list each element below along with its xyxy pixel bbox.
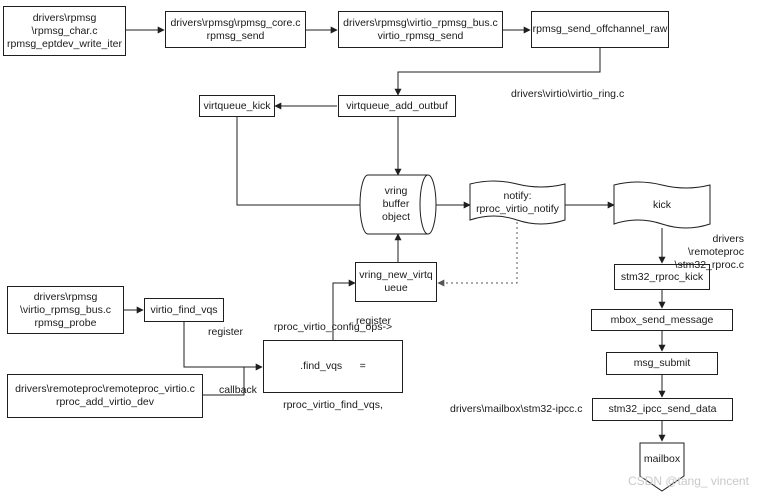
notify-text: notify: rproc_virtio_notify — [470, 185, 565, 220]
callback-text: callback — [219, 384, 257, 396]
vring-new-virtqueue-box: vring_new_virtq ueue — [355, 262, 437, 302]
arrow-kick-to-notify — [236, 117, 360, 206]
vring-new-virtqueue-line-1: vring_new_virtq — [359, 269, 433, 281]
stm32-rproc-line-3: \stm32_rproc.c — [674, 259, 744, 271]
config-ops-line-1: rproc_virtio_config_ops-> — [273, 321, 393, 333]
stm32-ipcc-send-data-label: stm32_ipcc_send_data — [608, 403, 717, 415]
stm32-rproc-kick-label: stm32_rproc_kick — [620, 270, 704, 283]
callback-label: callback — [219, 384, 257, 397]
rpmsg-char-line-1: drivers\rpmsg — [32, 11, 97, 24]
vring-line-3: object — [381, 211, 411, 223]
send-offchannel-raw-box: rpmsg_send_offchannel_raw — [531, 11, 669, 48]
mbox-send-message-box: mbox_send_message — [591, 309, 733, 331]
virtqueue-add-outbuf-label: virtqueue_add_outbuf — [346, 99, 448, 112]
mailbox-shape — [639, 442, 685, 492]
stm32-rproc-kick-box: stm32_rproc_kick — [614, 264, 710, 290]
register-left-text: register — [208, 326, 244, 338]
vring-text: vring buffer object — [362, 175, 430, 234]
remoteproc-virtio-box: drivers\remoteproc\remoteproc_virtio.c r… — [7, 374, 203, 418]
config-ops-line-2: .find_vqs = — [300, 360, 366, 372]
mbox-send-message-label: mbox_send_message — [610, 313, 714, 326]
stm32-rproc-file-label: drivers \remoteproc \stm32_rproc.c — [662, 233, 744, 272]
virtqueue-kick-box: virtqueue_kick — [199, 95, 275, 117]
arrow-config-to-new-virtqueue — [332, 279, 356, 340]
remoteproc-virtio-line-1: drivers\remoteproc\remoteproc_virtio.c — [15, 383, 195, 395]
rpmsg-core-line-2: rpmsg_send — [206, 29, 265, 42]
vring-line-1: vring — [384, 185, 408, 197]
virtio-find-vqs-box: virtio_find_vqs — [144, 298, 224, 322]
rpmsg-probe-line-3: rpmsg_probe — [34, 316, 97, 329]
virtio-find-vqs-label: virtio_find_vqs — [150, 303, 218, 316]
register-top-label: register — [356, 315, 391, 328]
kick-text: kick — [614, 186, 710, 224]
register-top-text: register — [356, 315, 392, 327]
notify-line-1: notify: — [503, 189, 532, 202]
watermark-text: CSDN @tang_ vincent — [628, 474, 749, 488]
register-left-label: register — [208, 326, 243, 339]
send-offchannel-raw-label: rpmsg_send_offchannel_raw — [532, 23, 668, 35]
mailbox-label: mailbox — [643, 452, 681, 465]
kick-document-shape — [613, 181, 711, 229]
stm32-ipcc-file-text: drivers\mailbox\stm32-ipcc.c — [450, 403, 583, 415]
rpmsg-core-line-1: drivers\rpmsg\rpmsg_core.c — [170, 16, 301, 29]
rpmsg-char-line-3: rpmsg_eptdev_write_iter — [7, 37, 122, 50]
vring-cylinder-shape — [359, 174, 437, 235]
dotted-notify-to-new-virtqueue — [437, 222, 518, 287]
rpmsg-probe-line-1: drivers\rpmsg — [33, 290, 98, 303]
vring-new-virtqueue-line-2: ueue — [384, 282, 408, 294]
stm32-rproc-line-1: drivers — [712, 233, 744, 245]
remoteproc-virtio-line-2: rproc_add_virtio_dev — [55, 396, 155, 408]
config-ops-box: rproc_virtio_config_ops-> .find_vqs = rp… — [263, 321, 403, 411]
vring-line-2: buffer — [382, 198, 410, 210]
stm32-ipcc-send-data-box: stm32_ipcc_send_data — [592, 398, 733, 421]
stm32-ipcc-file-label: drivers\mailbox\stm32-ipcc.c — [450, 403, 582, 416]
rpmsg-probe-box: drivers\rpmsg \virtio_rpmsg_bus.c rpmsg_… — [7, 286, 124, 334]
mailbox-text: mailbox — [640, 446, 684, 472]
notify-document-shape — [469, 180, 566, 225]
notify-line-2: rproc_virtio_notify — [476, 202, 559, 215]
virtio-rpmsg-send-line-1: drivers\rpmsg\virtio_rpmsg_bus.c — [343, 16, 498, 29]
virtio-rpmsg-send-line-2: virtio_rpmsg_send — [377, 29, 464, 42]
arrow-remoteproc-to-config — [203, 367, 245, 396]
virtio-rpmsg-send-box: drivers\rpmsg\virtio_rpmsg_bus.c virtio_… — [338, 11, 503, 48]
virtio-ring-file-label: drivers\virtio\virtio_ring.c — [511, 88, 624, 101]
kick-label: kick — [652, 198, 672, 211]
watermark: CSDN @tang_ vincent — [628, 474, 749, 488]
rpmsg-probe-line-2: \virtio_rpmsg_bus.c — [19, 303, 112, 316]
rpmsg-char-box: drivers\rpmsg \rpmsg_char.c rpmsg_eptdev… — [3, 6, 126, 56]
arrow-raw-to-add-outbuf — [394, 48, 601, 96]
msg-submit-label: msg_submit — [633, 357, 691, 369]
rpmsg-core-box: drivers\rpmsg\rpmsg_core.c rpmsg_send — [165, 11, 306, 48]
msg-submit-box: msg_submit — [606, 352, 718, 375]
rpmsg-char-line-2: \rpmsg_char.c — [31, 24, 98, 37]
arrow-find-vqs-to-config — [183, 322, 263, 371]
virtqueue-add-outbuf-box: virtqueue_add_outbuf — [338, 95, 456, 117]
stm32-rproc-line-2: \remoteproc — [687, 246, 744, 258]
config-ops-line-3: rproc_virtio_find_vqs, — [283, 399, 383, 411]
virtqueue-kick-label: virtqueue_kick — [203, 99, 271, 112]
virtio-ring-file-text: drivers\virtio\virtio_ring.c — [511, 88, 625, 100]
